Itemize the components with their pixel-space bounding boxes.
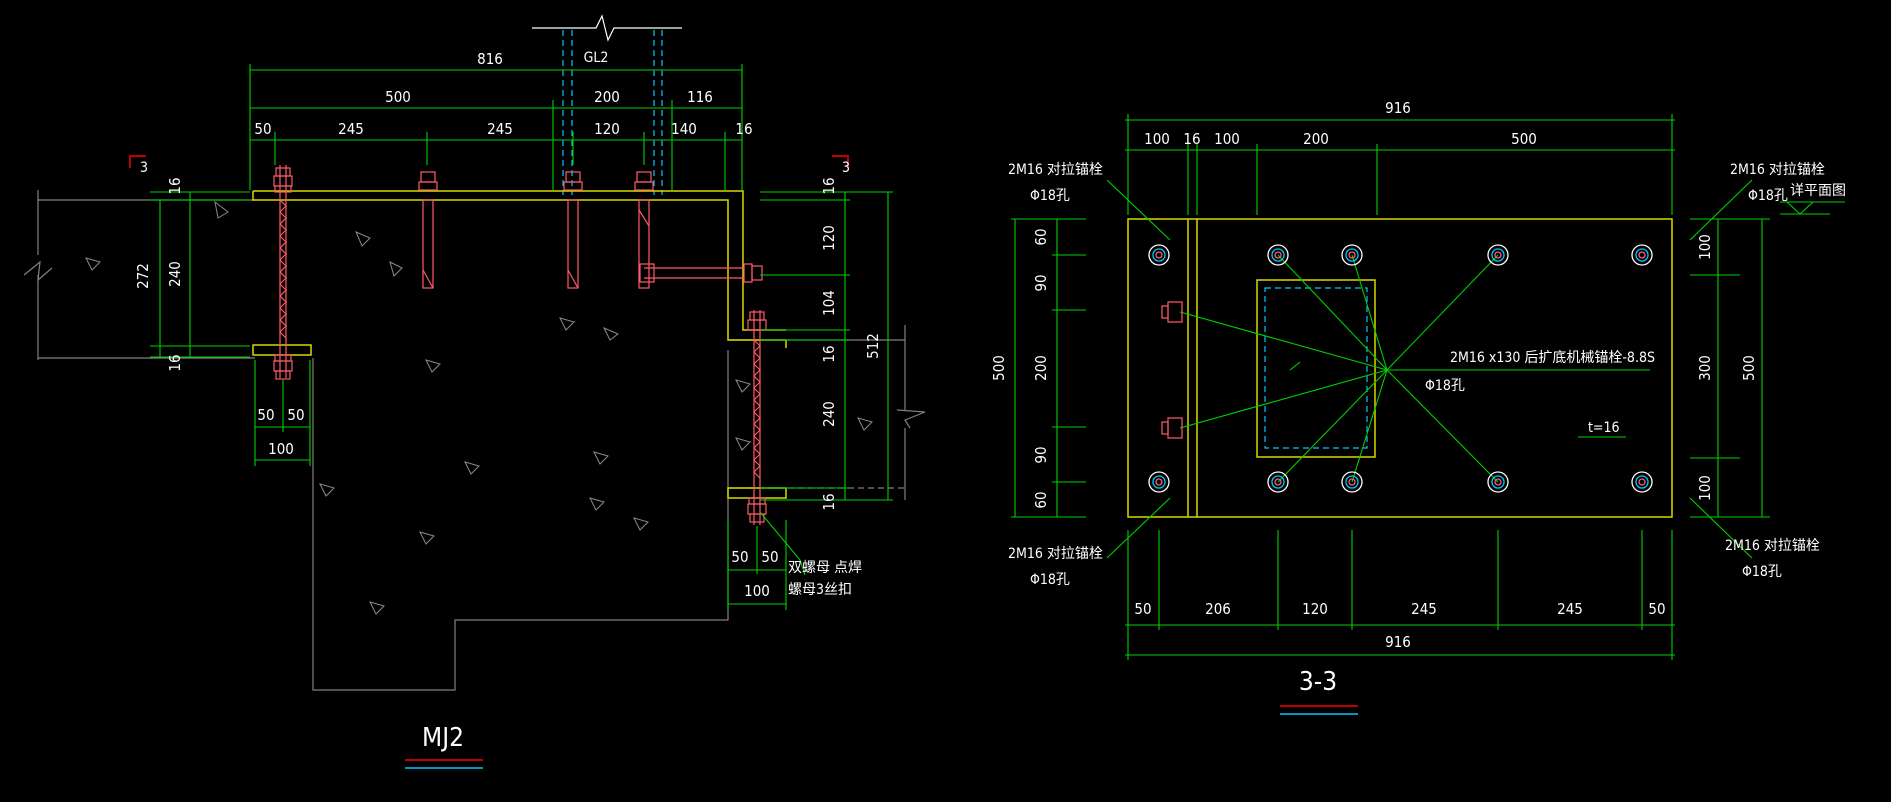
mj2-elevation: GL2 [23, 14, 926, 769]
callout-tl-line1: 2M16 对拉锚栓 [1008, 162, 1103, 178]
sec-bot-120: 120 [1302, 600, 1328, 618]
note-double-nut: 双螺母 点焊 [788, 560, 862, 576]
sec-bot-245-b: 245 [1557, 600, 1583, 618]
dim-right-16-a: 16 [820, 177, 838, 194]
sec-left-overall: 500 [990, 355, 1008, 381]
section-3-3: 916 100 16 100 200 500 60 90 200 90 60 5… [990, 99, 1846, 715]
section-marks [129, 155, 849, 168]
section-mark-right: 3 [842, 160, 850, 176]
sec-left-60-b: 60 [1032, 491, 1050, 508]
section-mark-left: 3 [140, 160, 148, 176]
section-dimension-lines [1011, 114, 1845, 660]
drawing-title-3-3: 3-3 [1299, 667, 1337, 697]
dim-bl-100: 100 [268, 440, 294, 458]
sec-top-16: 16 [1183, 130, 1200, 148]
sec-left-60-a: 60 [1032, 228, 1050, 245]
sec-right-300: 300 [1696, 355, 1714, 381]
base-plate [1127, 218, 1673, 518]
dim-16-top: 16 [735, 120, 752, 138]
callout-bl-line1: 2M16 对拉锚栓 [1008, 546, 1103, 562]
dim-116: 116 [687, 88, 713, 106]
sec-right-100-a: 100 [1696, 234, 1714, 260]
sec-left-90-b: 90 [1032, 446, 1050, 463]
callout-center-line1: 2M16 x130 后扩底机械锚栓-8.8S [1450, 350, 1655, 366]
dim-right-240: 240 [820, 401, 838, 427]
dim-bl-50-b: 50 [287, 406, 304, 424]
callout-tr-line1: 2M16 对拉锚栓 [1730, 162, 1825, 178]
drawing-title-mj2: MJ2 [422, 723, 464, 753]
dim-right-120: 120 [820, 225, 838, 251]
sec-top-100-b: 100 [1214, 130, 1240, 148]
sec-right-100-b: 100 [1696, 475, 1714, 501]
callout-br-line1: 2M16 对拉锚栓 [1725, 538, 1820, 554]
sec-bot-245-a: 245 [1411, 600, 1437, 618]
sec-bot-50-b: 50 [1648, 600, 1665, 618]
dim-left-16-bot: 16 [166, 354, 184, 371]
dim-right-512: 512 [864, 333, 882, 359]
dim-245-b: 245 [487, 120, 513, 138]
dim-120-top: 120 [594, 120, 620, 138]
sec-top-500: 500 [1511, 130, 1537, 148]
concrete-outline [23, 190, 926, 691]
dim-br-50-a: 50 [731, 548, 748, 566]
dim-200: 200 [594, 88, 620, 106]
dim-br-50-b: 50 [761, 548, 778, 566]
bolt-holes [1148, 244, 1653, 493]
center-callout-leaders [1106, 179, 1753, 559]
plate-thickness: t=16 [1588, 420, 1620, 436]
sec-top-100-a: 100 [1144, 130, 1170, 148]
sec-top-overall: 916 [1385, 99, 1411, 117]
sec-left-200: 200 [1032, 355, 1050, 381]
dimension-lines [150, 64, 893, 610]
dim-50-top: 50 [254, 120, 271, 138]
side-bolts [1161, 301, 1183, 439]
sec-left-90-a: 90 [1032, 274, 1050, 291]
dim-140: 140 [671, 120, 697, 138]
callout-center-line2: Φ18孔 [1425, 378, 1465, 394]
dim-left-240: 240 [166, 261, 184, 287]
sec-bot-50-a: 50 [1134, 600, 1151, 618]
dim-500: 500 [385, 88, 411, 106]
note-nut-thread: 螺母3丝扣 [788, 582, 852, 598]
callout-tr-line2: Φ18孔 [1748, 188, 1788, 204]
dim-left-272: 272 [134, 263, 152, 289]
dim-right-16-b: 16 [820, 345, 838, 362]
column-outline-hidden [1264, 287, 1368, 449]
embed-plates [252, 190, 787, 499]
dim-245-a: 245 [338, 120, 364, 138]
sec-bot-206: 206 [1205, 600, 1231, 618]
beam-gl2-hidden [562, 30, 663, 195]
anchor-bolts [273, 165, 767, 525]
beam-break [532, 14, 682, 42]
dim-overall-816: 816 [477, 50, 503, 68]
sec-bot-overall: 916 [1385, 633, 1411, 651]
sec-top-200: 200 [1303, 130, 1329, 148]
dim-bl-50-a: 50 [257, 406, 274, 424]
beam-label: GL2 [584, 50, 609, 66]
dim-right-104: 104 [820, 290, 838, 316]
sec-right-overall: 500 [1740, 355, 1758, 381]
concrete-hatch [85, 200, 873, 615]
callout-br-line2: Φ18孔 [1742, 564, 1782, 580]
callout-tl-line2: Φ18孔 [1030, 188, 1070, 204]
dim-left-16-top: 16 [166, 177, 184, 194]
callout-bl-line2: Φ18孔 [1030, 572, 1070, 588]
dim-br-100: 100 [744, 582, 770, 600]
dim-right-16-c: 16 [820, 493, 838, 510]
elevation-label: 详平面图 [1790, 183, 1846, 199]
